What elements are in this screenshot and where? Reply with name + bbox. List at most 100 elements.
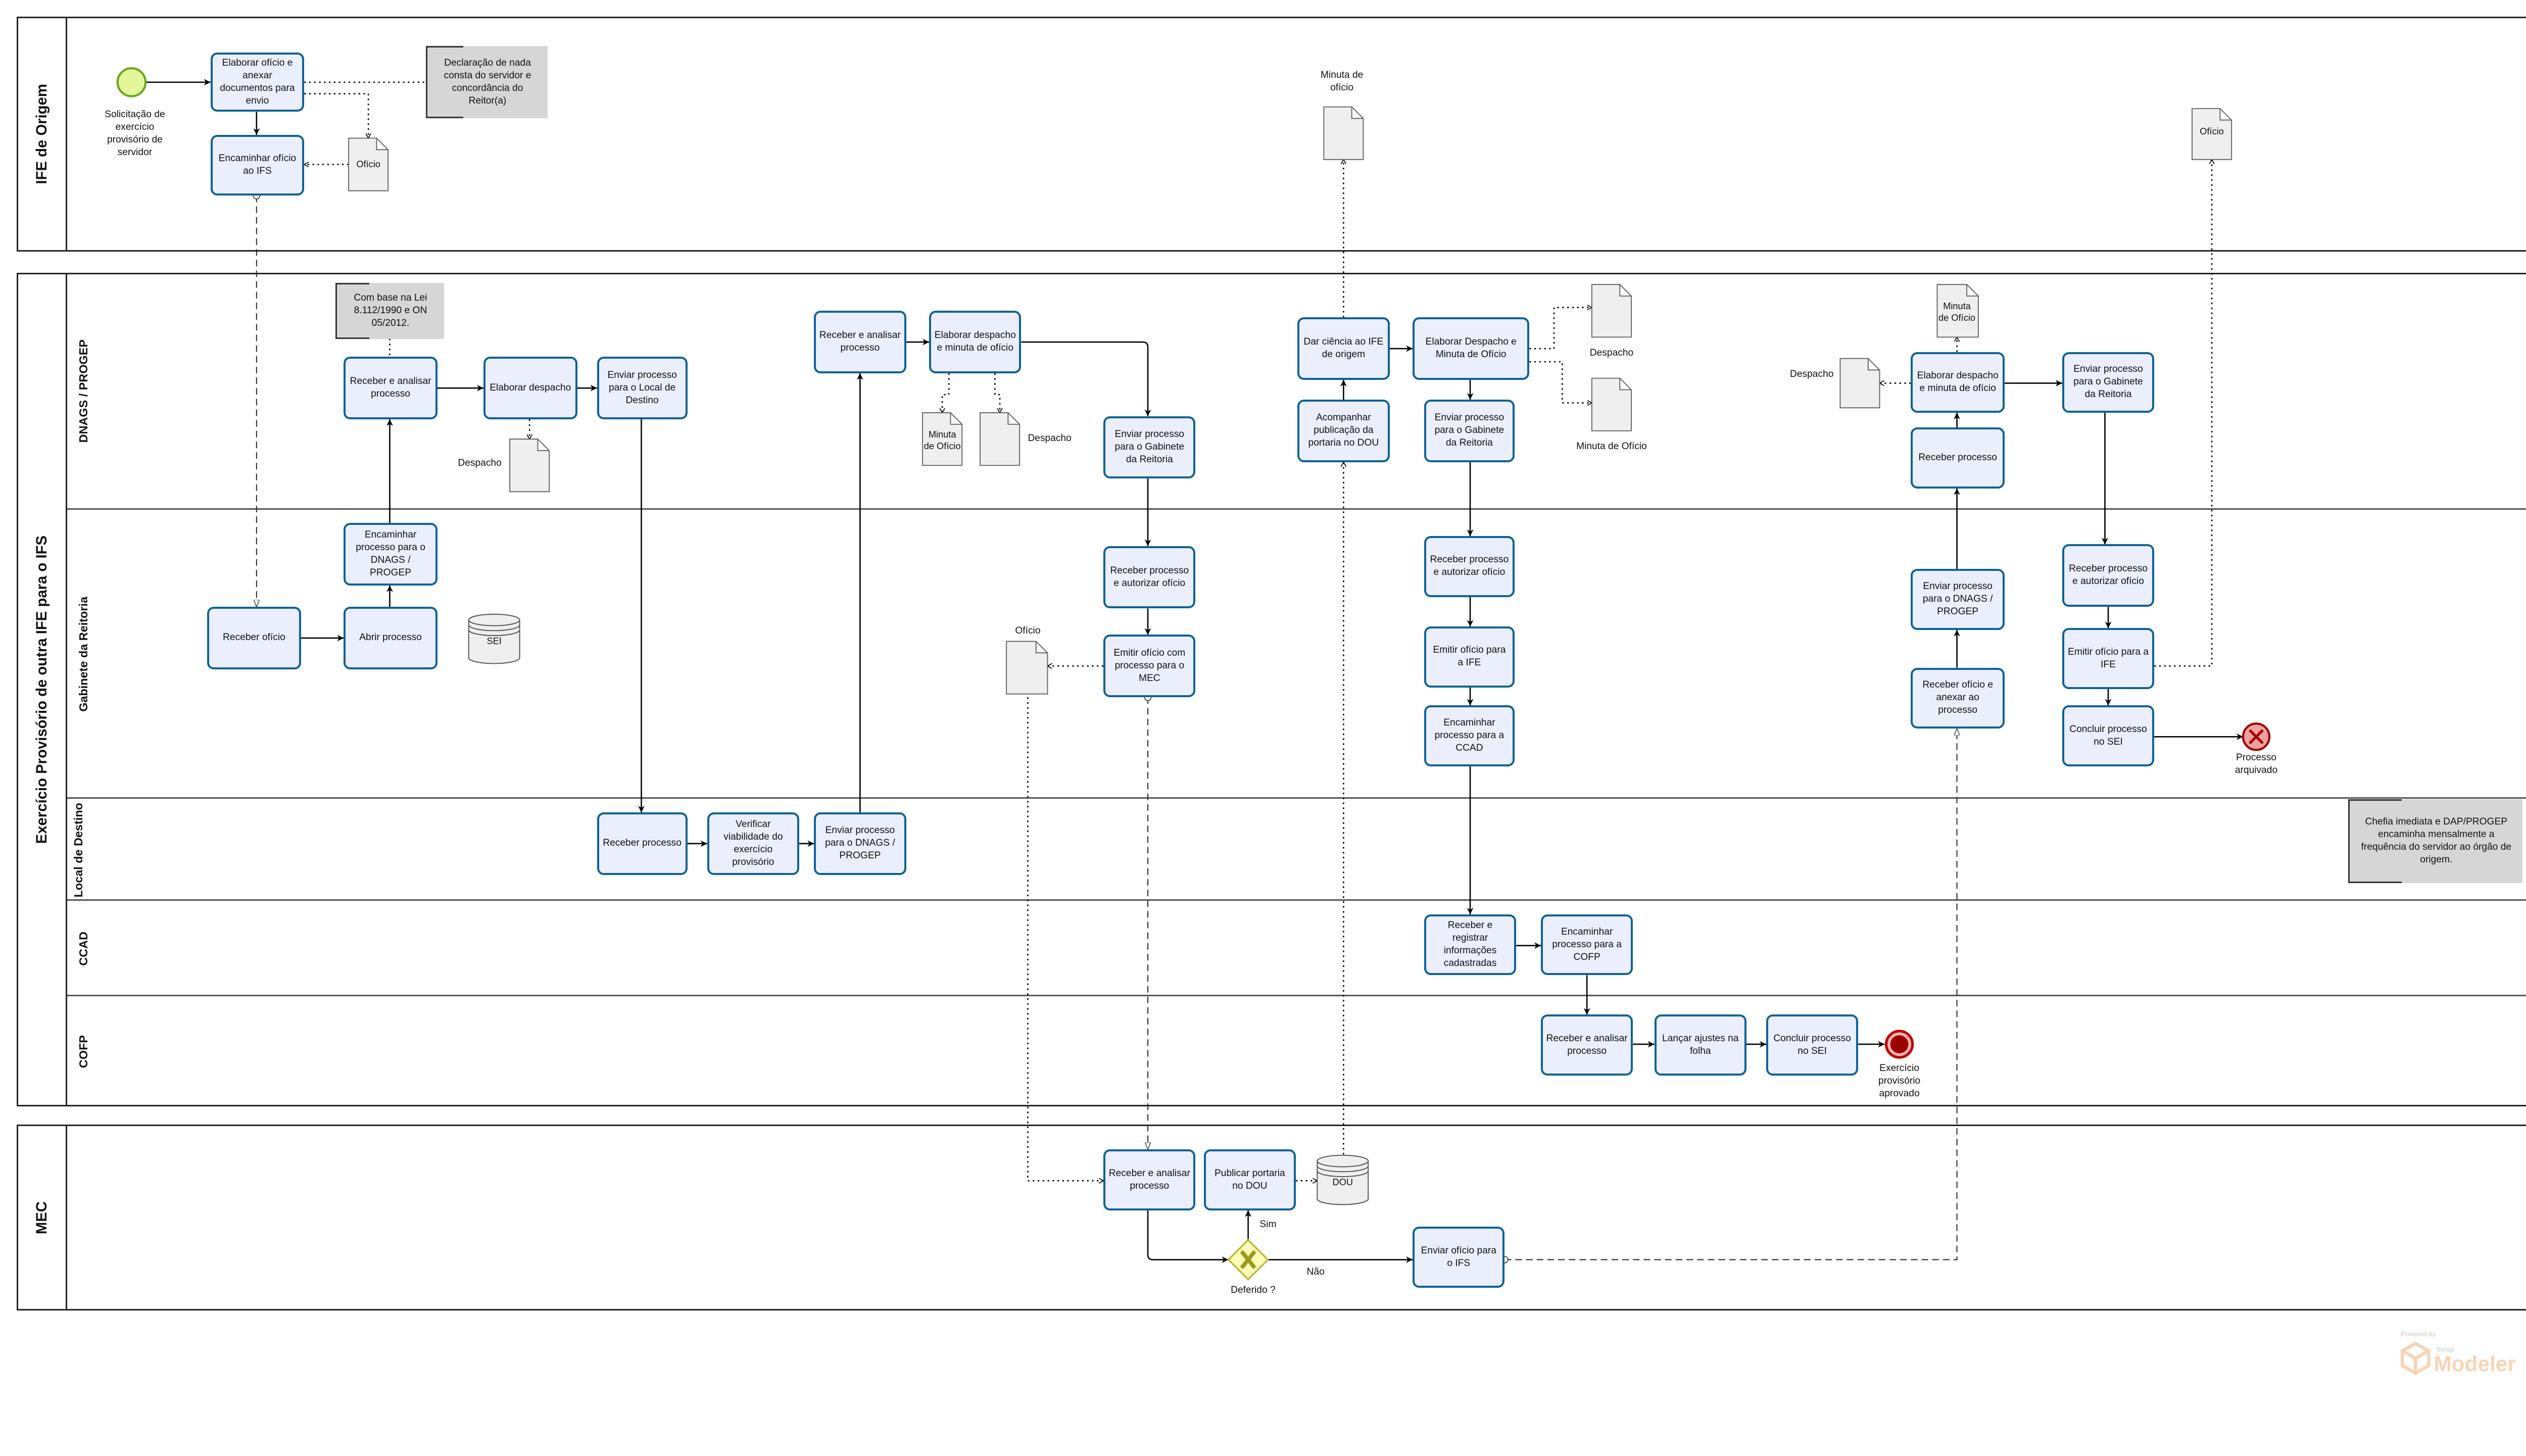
lane-gabinete-reitoria: Gabinete da Reitoria (67, 508, 2526, 799)
datastore-label: DOU (1332, 1177, 1353, 1187)
document-label: Despacho (1028, 433, 1072, 444)
task[interactable]: Elaborar despacho e minuta de ofício (1911, 352, 2005, 413)
task[interactable]: Receber e registrar informações cadastra… (1424, 914, 1517, 976)
document-label: Despacho (458, 457, 502, 468)
document-icon (1839, 358, 1880, 409)
message-flow (1504, 729, 1957, 1260)
task[interactable]: Emitir ofício com processo para o MEC (1103, 635, 1196, 698)
task[interactable]: Enviar processo para o Gabinete da Reito… (2062, 352, 2155, 413)
start-event-icon (116, 67, 147, 98)
message-flows (257, 196, 1957, 1260)
task[interactable]: Lançar ajustes na folha (1654, 1014, 1746, 1076)
task[interactable]: Receber processo e autorizar ofício (1103, 546, 1196, 609)
sequence-flow (1147, 1210, 1229, 1263)
task[interactable]: Receber ofício e anexar ao processo (1911, 667, 2005, 729)
task[interactable]: Verificar viabilidade do exercício provi… (707, 812, 799, 875)
gateway-label: Deferido ? (1231, 1285, 1276, 1296)
pool-header: MEC (18, 1126, 67, 1309)
pool-header: IFE de Origem (18, 18, 67, 250)
document-label: Minuta de Ofício (924, 429, 961, 452)
document-label: Minuta de ofício (1321, 69, 1364, 93)
task[interactable]: Dar ciência ao IFE de origem (1297, 317, 1390, 380)
task[interactable]: Encaminhar ofício ao IFS (210, 134, 305, 196)
association (304, 93, 368, 138)
task[interactable]: Encaminhar processo para o DNAGS / PROGE… (344, 523, 438, 586)
task[interactable]: Acompanhar publicação da portaria no DOU (1297, 399, 1390, 462)
document-icon (2192, 108, 2232, 160)
task[interactable]: Receber e analisar processo (814, 311, 906, 373)
task[interactable]: Elaborar despacho e minuta de ofício (929, 311, 1022, 373)
task[interactable]: Elaborar ofício e anexar documentos para… (210, 53, 305, 112)
association (1529, 308, 1592, 350)
document-icon (922, 412, 963, 466)
task[interactable]: Elaborar despacho (483, 357, 577, 420)
document-label: Despacho (1790, 369, 1834, 380)
document-icon (1591, 377, 1632, 431)
document-label: Minuta de Ofício (1576, 441, 1647, 452)
task[interactable]: Enviar processo para o Gabinete da Reito… (1424, 399, 1515, 462)
documents (348, 106, 2232, 695)
document-icon (980, 412, 1021, 466)
task[interactable]: Emitir ofício para a IFE (2062, 628, 2155, 689)
task[interactable]: Abrir processo (344, 607, 438, 669)
association (1027, 692, 1103, 1181)
task[interactable]: Elaborar Despacho e Minuta de Ofício (1413, 317, 1530, 380)
association (994, 373, 1000, 413)
end-event-cancel-icon (2242, 722, 2271, 751)
document-icon (1936, 284, 1979, 338)
task[interactable]: Emitir ofício para a IFE (1424, 626, 1515, 688)
annotation: Declaração de nada consta do servidor e … (426, 46, 548, 119)
start-event-label: Solicitação de exercício provisório de s… (105, 109, 165, 158)
task[interactable]: Receber e analisar processo (1541, 1014, 1633, 1076)
annotation: Chefia imediata e DAP/PROGEP encaminha m… (2348, 799, 2523, 883)
document-icon (1591, 284, 1632, 338)
gateway-yes-label: Sim (1259, 1219, 1277, 1230)
database-icon (468, 613, 520, 664)
task[interactable]: Receber processo (597, 812, 688, 875)
task[interactable]: Receber e analisar processo (344, 357, 438, 420)
task[interactable]: Enviar ofício para o IFS (1413, 1227, 1505, 1288)
end-event-label: Exercício provisório aprovado (1878, 1062, 1921, 1099)
task[interactable]: Enviar processo para o DNAGS / PROGEP (1911, 569, 2005, 630)
task[interactable]: Publicar portaria no DOU (1203, 1149, 1296, 1210)
watermark-product: Modeler (2434, 1351, 2516, 1376)
association (1529, 361, 1592, 403)
annotation: Com base na Lei 8.112/1990 e ON 05/2012. (335, 282, 444, 339)
bizagi-logo-icon (2401, 1342, 2431, 1375)
task[interactable]: Concluir processo no SEI (2062, 705, 2155, 766)
lane-cofp: COFP (67, 995, 2526, 1106)
task[interactable]: Enviar processo para o Gabinete da Reito… (1103, 416, 1196, 479)
gateway-no-label: Não (1306, 1267, 1325, 1278)
task[interactable]: Encaminhar processo para a COFP (1541, 914, 1633, 976)
association (942, 373, 950, 413)
document-icon (1323, 106, 1364, 160)
task[interactable]: Receber processo e autorizar ofício (1424, 536, 1515, 597)
pool-header: Exercício Provisório de outra IFE para o… (18, 274, 67, 1105)
association (2154, 160, 2212, 667)
document-icon (1006, 641, 1048, 695)
document-label: Despacho (1589, 347, 1634, 358)
sequence-flow (1021, 341, 1151, 416)
task[interactable]: Receber processo (1911, 427, 2005, 489)
document-icon (509, 439, 550, 493)
datastore-label: SEI (487, 636, 502, 646)
document-label: Ofício (1015, 625, 1041, 636)
lane-ccad: CCAD (67, 899, 2526, 996)
task[interactable]: Receber e analisar processo (1103, 1149, 1196, 1210)
document-label: Minuta de Ofício (1938, 301, 1976, 323)
task[interactable]: Receber ofício (207, 607, 301, 669)
exclusive-gateway-icon (1227, 1239, 1269, 1281)
sequence-flows (146, 79, 2243, 1263)
watermark-powered-by: Powered by (2401, 1330, 2436, 1338)
lane-local-destino: Local de Destino (67, 797, 2526, 901)
watermark-brand: bizagi (2437, 1345, 2455, 1353)
database-icon (1317, 1154, 1369, 1205)
task[interactable]: Receber processo e autorizar ofício (2062, 544, 2155, 607)
task[interactable]: Enviar processo para o Local de Destino (597, 357, 688, 420)
task[interactable]: Encaminhar processo para a CCAD (1424, 705, 1515, 766)
associations (304, 81, 2212, 1181)
task[interactable]: Concluir processo no SEI (1766, 1014, 1859, 1076)
task[interactable]: Enviar processo para o DNAGS / PROGEP (814, 812, 906, 875)
